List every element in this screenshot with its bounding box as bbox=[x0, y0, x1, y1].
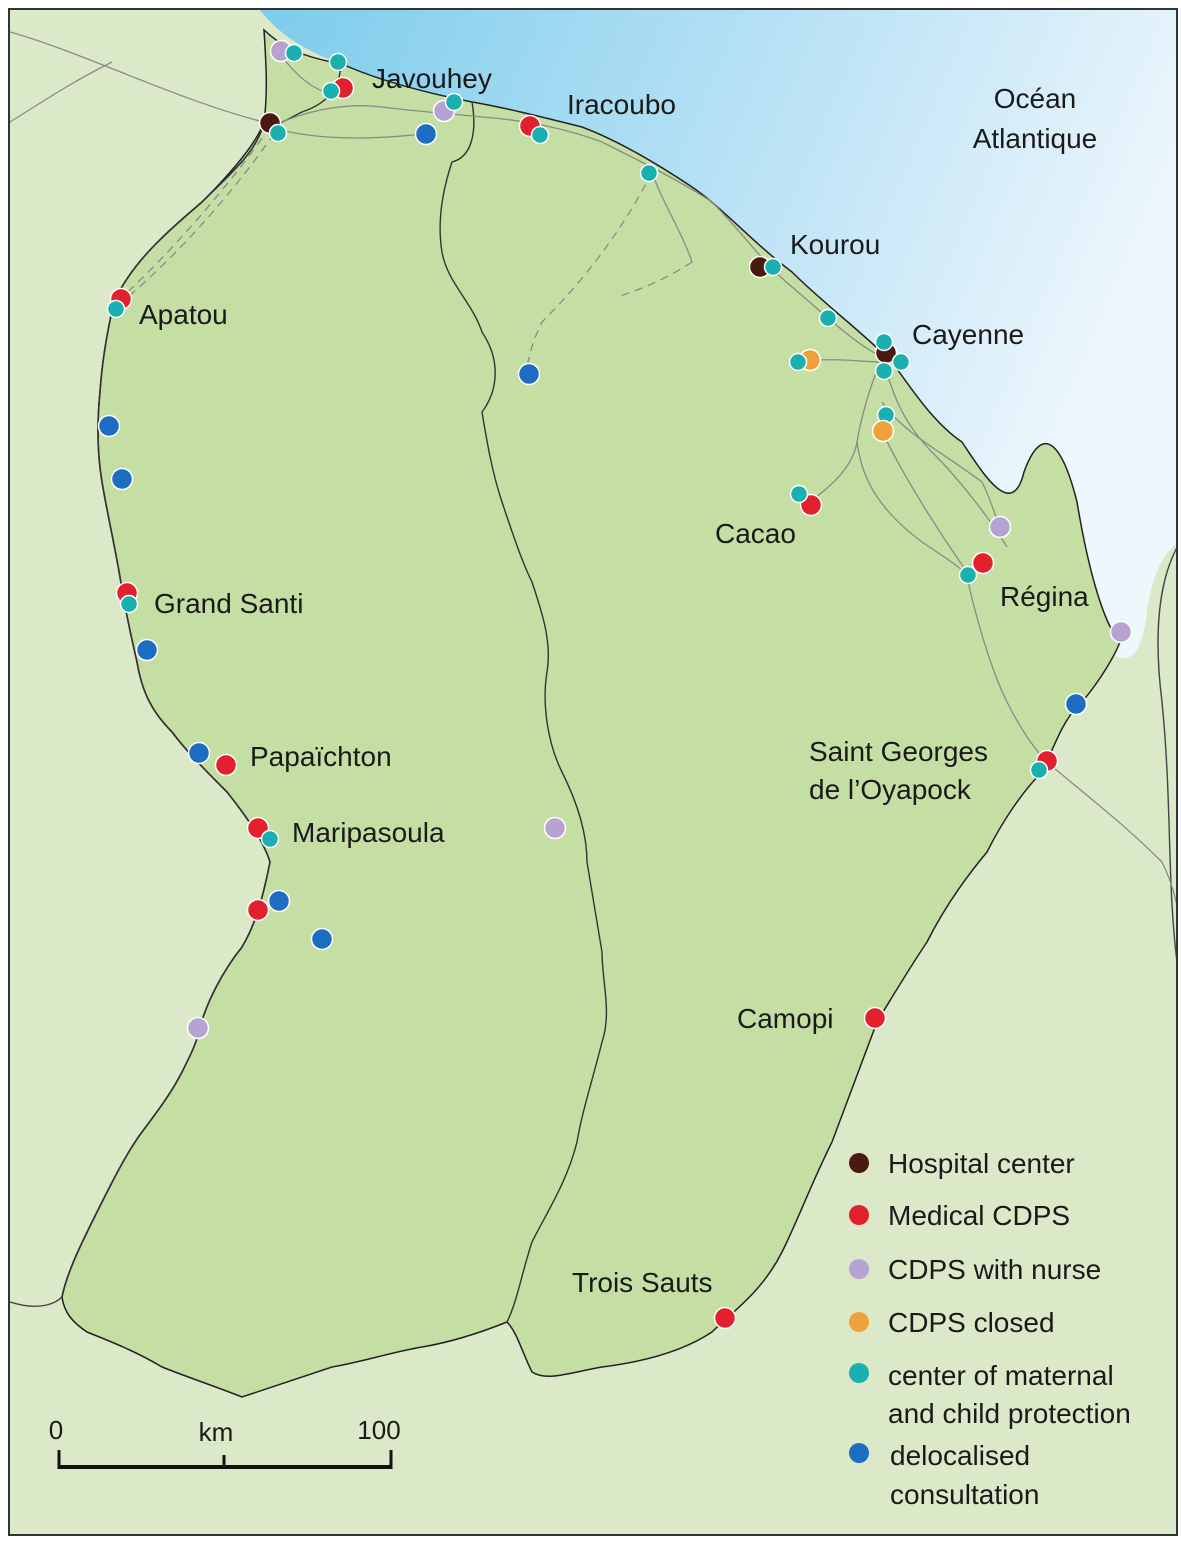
label-regina: Régina bbox=[1000, 581, 1089, 612]
delocalised-consultation-marker bbox=[267, 889, 291, 913]
delocalised-consultation-marker bbox=[1064, 692, 1088, 716]
label-cayenne: Cayenne bbox=[912, 319, 1024, 350]
pmi-center-marker bbox=[874, 361, 894, 381]
label-iracoubo: Iracoubo bbox=[567, 89, 676, 120]
pmi-center-marker bbox=[260, 829, 280, 849]
scale-bar: 0 km 100 bbox=[49, 1415, 401, 1469]
pmi-center-marker bbox=[763, 257, 783, 277]
legend-swatch-medical bbox=[849, 1205, 869, 1225]
legend: Hospital center Medical CDPS CDPS with n… bbox=[849, 1148, 1131, 1510]
nurse-cdps-marker bbox=[186, 1016, 210, 1040]
label-kourou: Kourou bbox=[790, 229, 880, 260]
delocalised-consultation-marker bbox=[97, 414, 121, 438]
delocalised-consultation-marker bbox=[414, 122, 438, 146]
map-frame: Océan Atlantique Javouhey Iracoubo Kouro… bbox=[8, 8, 1178, 1536]
pmi-center-marker bbox=[874, 332, 894, 352]
delocalised-consultation-marker bbox=[135, 638, 159, 662]
label-saint-georges-line2: de l’Oyapock bbox=[809, 774, 972, 805]
pmi-center-marker bbox=[321, 81, 341, 101]
closed-cdps-marker bbox=[871, 419, 895, 443]
pmi-center-marker bbox=[818, 308, 838, 328]
tracks-dashed bbox=[116, 121, 693, 373]
legend-medical: Medical CDPS bbox=[888, 1200, 1070, 1231]
label-trois-sauts: Trois Sauts bbox=[572, 1267, 713, 1298]
medical-cdps-marker bbox=[863, 1006, 887, 1030]
label-cacao: Cacao bbox=[715, 518, 796, 549]
marker-layer bbox=[97, 39, 1133, 1330]
legend-pmi-line1: center of maternal bbox=[888, 1360, 1114, 1391]
legend-swatch-closed bbox=[849, 1312, 869, 1332]
ocean-label-line1: Océan bbox=[994, 83, 1077, 114]
pmi-center-marker bbox=[444, 92, 464, 112]
legend-swatch-nurse bbox=[849, 1259, 869, 1279]
legend-deloc-line2: consultation bbox=[890, 1479, 1039, 1510]
ocean-label-line2: Atlantique bbox=[973, 123, 1098, 154]
delocalised-consultation-marker bbox=[187, 741, 211, 765]
delocalised-consultation-marker bbox=[110, 467, 134, 491]
pmi-center-marker bbox=[958, 565, 978, 585]
legend-swatch-pmi bbox=[849, 1363, 869, 1383]
nurse-cdps-marker bbox=[988, 515, 1012, 539]
pmi-center-marker bbox=[284, 43, 304, 63]
legend-hospital: Hospital center bbox=[888, 1148, 1075, 1179]
pmi-center-marker bbox=[268, 123, 288, 143]
label-papaichton: Papaïchton bbox=[250, 741, 392, 772]
medical-cdps-marker bbox=[713, 1306, 737, 1330]
scale-label-start: 0 bbox=[49, 1415, 63, 1445]
medical-cdps-marker bbox=[214, 753, 238, 777]
pmi-center-marker bbox=[639, 163, 659, 183]
nurse-cdps-marker bbox=[1109, 620, 1133, 644]
pmi-center-marker bbox=[328, 52, 348, 72]
maroni-river bbox=[61, 121, 271, 1298]
legend-nurse: CDPS with nurse bbox=[888, 1254, 1101, 1285]
pmi-center-marker bbox=[789, 484, 809, 504]
label-camopi: Camopi bbox=[737, 1003, 833, 1034]
legend-swatch-hospital bbox=[849, 1153, 869, 1173]
pmi-center-marker bbox=[530, 125, 550, 145]
label-saint-georges-line1: Saint Georges bbox=[809, 736, 988, 767]
suriname-road bbox=[10, 31, 265, 123]
scale-label-end: 100 bbox=[357, 1415, 400, 1445]
medical-cdps-marker bbox=[971, 551, 995, 575]
pmi-center-marker bbox=[788, 352, 808, 372]
oyapock-road bbox=[1046, 761, 1176, 905]
label-maripasoula: Maripasoula bbox=[292, 817, 445, 848]
suriname-road-2 bbox=[10, 61, 113, 123]
label-apatou: Apatou bbox=[139, 299, 228, 330]
delocalised-consultation-marker bbox=[310, 927, 334, 951]
scale-label-unit: km bbox=[199, 1417, 234, 1447]
pmi-center-marker bbox=[891, 352, 911, 372]
pmi-center-marker bbox=[1029, 760, 1049, 780]
delocalised-consultation-marker bbox=[517, 362, 541, 386]
brazil-border bbox=[10, 1296, 63, 1307]
atlantic-ocean bbox=[260, 10, 1176, 659]
nurse-cdps-marker bbox=[543, 816, 567, 840]
label-grand-santi: Grand Santi bbox=[154, 588, 303, 619]
label-javouhey: Javouhey bbox=[372, 63, 492, 94]
legend-pmi-line2: and child protection bbox=[888, 1398, 1131, 1429]
map-canvas: Océan Atlantique Javouhey Iracoubo Kouro… bbox=[10, 10, 1176, 1534]
internal-boundary-1 bbox=[439, 101, 608, 1323]
medical-cdps-marker bbox=[246, 898, 270, 922]
legend-swatch-deloc bbox=[849, 1443, 869, 1463]
road-network bbox=[269, 56, 1048, 763]
legend-closed: CDPS closed bbox=[888, 1307, 1055, 1338]
legend-deloc-line1: delocalised bbox=[890, 1440, 1030, 1471]
brazil-river-east bbox=[1157, 547, 1176, 960]
pmi-center-marker bbox=[106, 299, 126, 319]
pmi-center-marker bbox=[119, 594, 139, 614]
